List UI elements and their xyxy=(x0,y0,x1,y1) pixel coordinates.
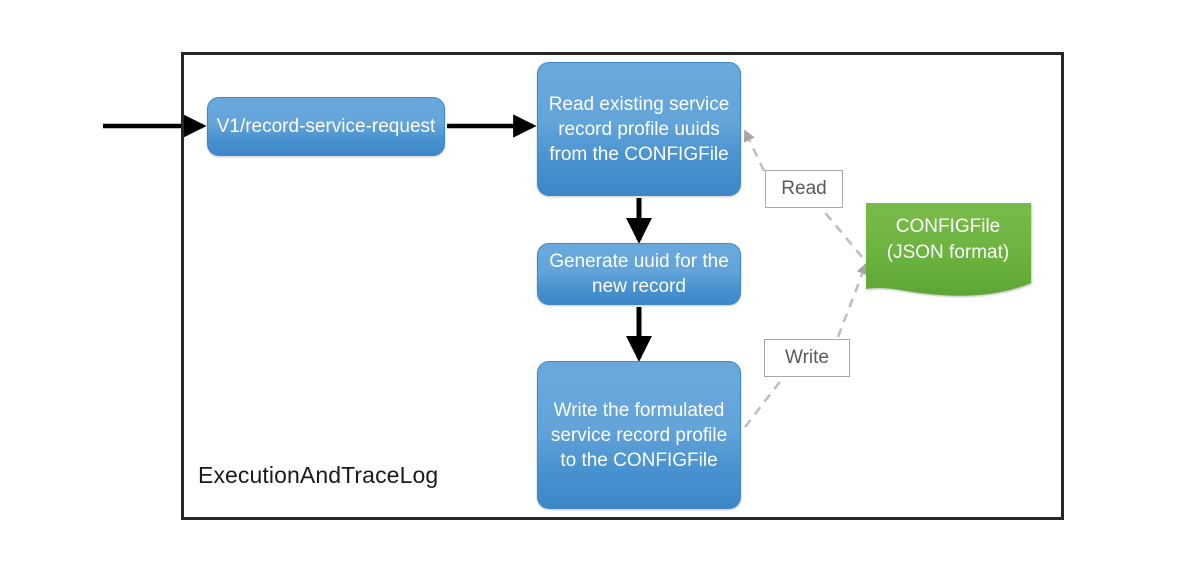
read-dashed-arrow-segment-upper xyxy=(743,129,766,172)
write-dashed-arrow-segment-lower xyxy=(743,378,784,428)
executionandtracelog-container xyxy=(181,52,1064,520)
node-write-formulated-profile[interactable]: Write the formulated service record prof… xyxy=(537,361,741,509)
write-dashed-arrow-segment-upper xyxy=(836,262,868,338)
edge-label-read: Read xyxy=(765,170,843,208)
configfile-document-line1: CONFIGFile xyxy=(895,216,1001,237)
configfile-document-shape xyxy=(866,203,1031,296)
configfile-document-text: CONFIGFile (JSON format) xyxy=(864,214,1032,266)
read-dashed-arrow-segment-lower xyxy=(821,208,863,258)
node-generate-uuid[interactable]: Generate uuid for the new record xyxy=(537,243,741,305)
node-read-existing-profiles[interactable]: Read existing service record profile uui… xyxy=(537,62,741,196)
edge-label-write: Write xyxy=(764,339,850,377)
container-label: ExecutionAndTraceLog xyxy=(198,462,439,488)
node-v1-record-service-request[interactable]: V1/record-service-request xyxy=(207,97,445,156)
node-configfile-document[interactable]: CONFIGFile (JSON format) xyxy=(864,200,1032,302)
configfile-document-line2: (JSON format) xyxy=(886,242,1010,263)
